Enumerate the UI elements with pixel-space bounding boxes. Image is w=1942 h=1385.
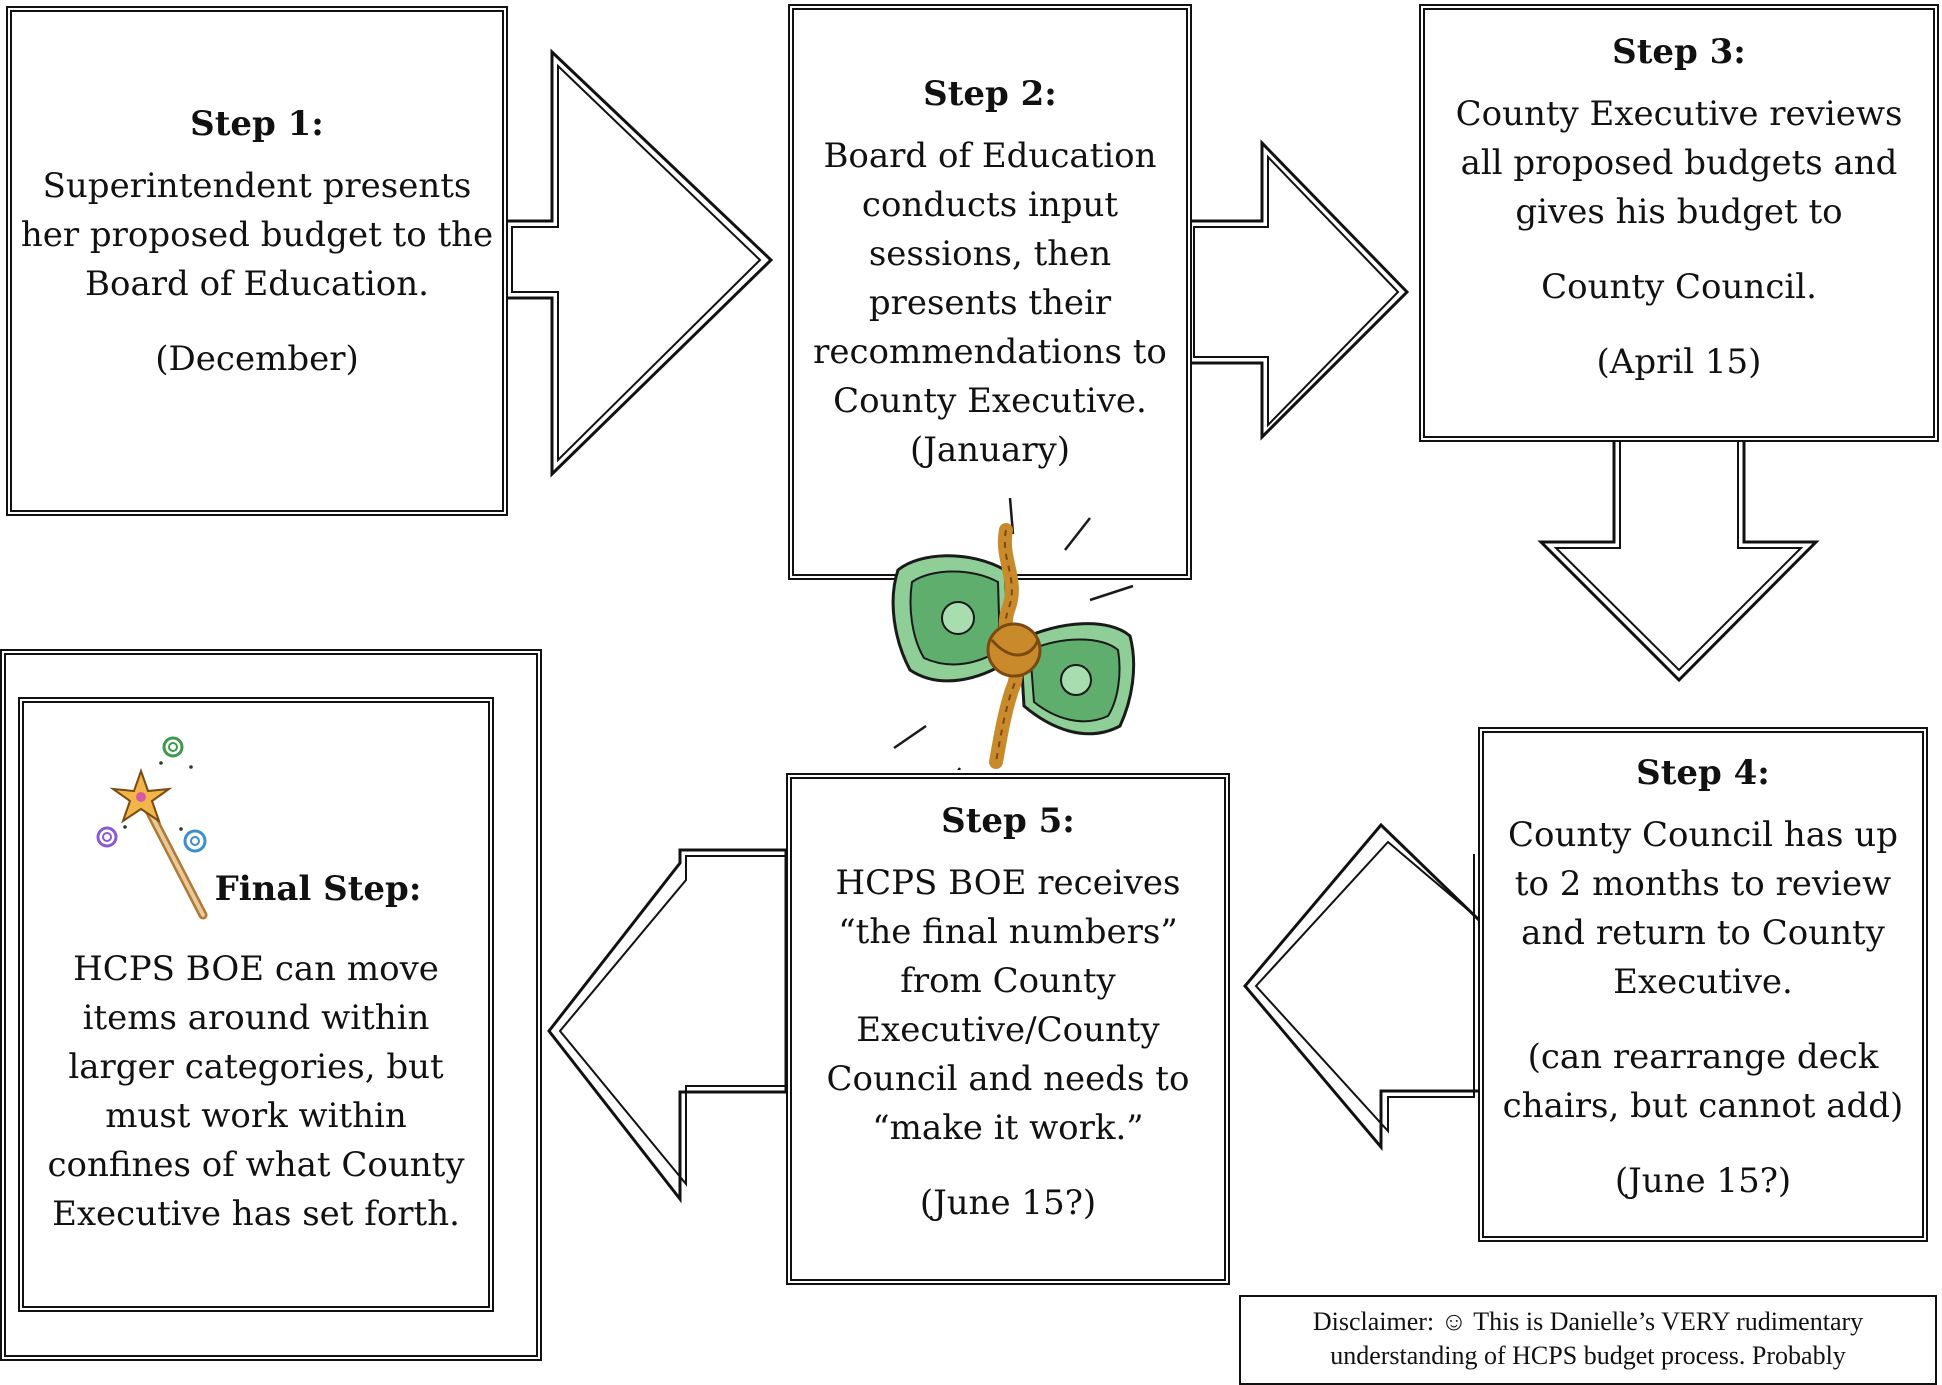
disclaimer-line: Disclaimer: ☺ This is Danielle’s VERY ru… <box>1312 1307 1864 1336</box>
step3-line: gives his budget to <box>1515 192 1843 232</box>
step4-date: (June 15?) <box>1614 1161 1792 1201</box>
arrow-step4-to-step5 <box>1243 822 1482 1152</box>
step4-box: Step 4: County Council has up to 2 month… <box>1478 727 1928 1242</box>
final-step-line: items around within <box>82 998 430 1038</box>
final-step-line: Executive has set forth. <box>52 1194 460 1234</box>
step5-title: Step 5: <box>941 801 1075 841</box>
step4-note: (can rearrange deck <box>1527 1037 1879 1077</box>
arrow-step1-to-step2 <box>503 48 774 478</box>
step5-line: Executive/County <box>856 1010 1160 1050</box>
step3-line: all proposed budgets and <box>1460 143 1898 183</box>
money-bundle-icon <box>891 497 1136 770</box>
arrow-step2-to-step3 <box>1186 139 1410 441</box>
step5-line: “make it work.” <box>872 1108 1144 1148</box>
step2-line: Board of Education <box>823 136 1157 176</box>
final-step-line: must work within <box>105 1096 407 1136</box>
step5-box: Step 5: HCPS BOE receives “the final num… <box>786 773 1230 1285</box>
step4-line: Executive. <box>1613 962 1793 1002</box>
step3-title: Step 3: <box>1612 32 1746 72</box>
final-step-line: larger categories, but <box>68 1047 444 1087</box>
step1-box: Step 1: Superintendent presents her prop… <box>6 6 508 516</box>
step5-line: Council and needs to <box>826 1059 1190 1099</box>
step1-line: Board of Education. <box>85 264 429 304</box>
step3-box: Step 3: County Executive reviews all pro… <box>1419 4 1939 442</box>
step1-line: Superintendent presents <box>42 166 472 206</box>
step4-line: and return to County <box>1521 913 1885 953</box>
step2-box: Step 2: Board of Education conducts inpu… <box>788 4 1192 580</box>
step2-line: conducts input <box>861 185 1119 225</box>
step2-line: sessions, then <box>868 234 1112 274</box>
step1-line: her proposed budget to the <box>20 215 494 255</box>
step2-line: recommendations to <box>813 332 1167 372</box>
step2-line: presents their <box>868 283 1112 323</box>
step3-line: County Executive reviews <box>1455 94 1903 134</box>
arrow-step3-to-step4 <box>1537 438 1820 683</box>
final-step-outer-frame <box>0 649 542 1361</box>
step5-line: “the final numbers” <box>838 912 1178 952</box>
magic-wand-icon <box>96 736 208 920</box>
disclaimer-line: understanding of HCPS budget process. Pr… <box>1330 1341 1846 1370</box>
final-step-title: Final Step: <box>214 869 422 909</box>
step2-line: County Executive. <box>833 381 1147 421</box>
step3-date: (April 15) <box>1596 342 1762 382</box>
step2-title: Step 2: <box>923 74 1057 114</box>
step3-line: County Council. <box>1541 267 1817 307</box>
step4-note: chairs, but cannot add) <box>1502 1086 1904 1126</box>
step1-title: Step 1: <box>190 104 324 144</box>
disclaimer-box: Disclaimer: ☺ This is Danielle’s VERY ru… <box>1239 1295 1937 1385</box>
step5-line: HCPS BOE receives <box>835 863 1181 903</box>
arrow-step5-to-final <box>547 848 788 1204</box>
step1-date: (December) <box>155 339 359 379</box>
step4-line: County Council has up <box>1508 815 1898 855</box>
final-step-line: HCPS BOE can move <box>73 949 439 989</box>
final-step-box: Final Step: HCPS BOE can move items arou… <box>18 697 494 1312</box>
step4-line: to 2 months to review <box>1514 864 1892 904</box>
step4-title: Step 4: <box>1636 753 1770 793</box>
step5-date: (June 15?) <box>919 1183 1097 1223</box>
final-step-line: confines of what County <box>47 1145 465 1185</box>
step2-date: (January) <box>910 430 1070 470</box>
step5-line: from County <box>900 961 1116 1001</box>
